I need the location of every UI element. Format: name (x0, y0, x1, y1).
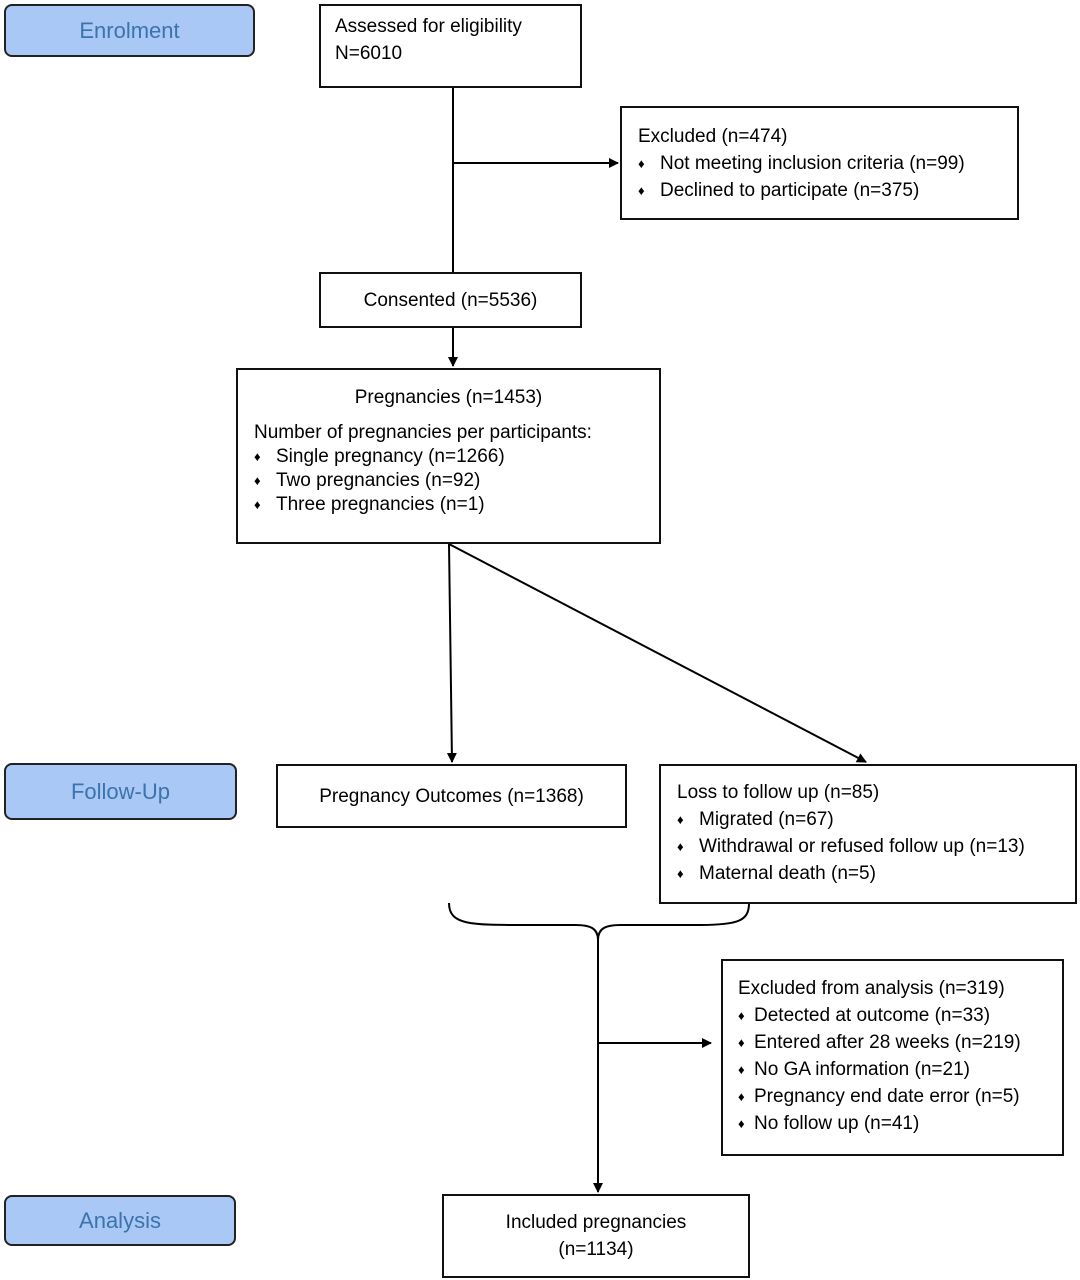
pregnancies-item: ♦Single pregnancy (n=1266) (254, 446, 505, 467)
arrow-pregnancies-to-loss (448, 543, 867, 763)
excluded-analysis-box: Excluded from analysis (n=319) ♦Detected… (721, 959, 1064, 1156)
assessed-box: Assessed for eligibility N=6010 (319, 4, 582, 88)
pregnancies-item: ♦Three pregnancies (n=1) (254, 494, 485, 515)
included-title: Included pregnancies (505, 1212, 687, 1233)
bullet-icon: ♦ (254, 497, 261, 512)
bullet-icon: ♦ (254, 449, 261, 464)
bullet-icon: ♦ (254, 473, 261, 488)
excluded-analysis-item: ♦No GA information (n=21) (738, 1056, 1047, 1083)
bullet-icon: ♦ (677, 866, 684, 881)
assessed-title: Assessed for eligibility (335, 16, 522, 37)
consented-label: Consented (n=5536) (363, 289, 538, 311)
bullet-icon: ♦ (738, 1116, 745, 1131)
included-count: (n=1134) (558, 1239, 634, 1260)
bullet-icon: ♦ (677, 839, 684, 854)
excluded-analysis-item: ♦No follow up (n=41) (738, 1110, 1047, 1137)
loss-item: ♦Maternal death (n=5) (677, 860, 1059, 887)
stage-label-follow-up: Follow-Up (4, 763, 237, 820)
excluded-analysis-item: ♦Entered after 28 weeks (n=219) (738, 1029, 1047, 1056)
consented-box: Consented (n=5536) (319, 272, 582, 328)
bullet-icon: ♦ (638, 156, 645, 171)
pregnancies-item: ♦Two pregnancies (n=92) (254, 470, 481, 491)
bullet-icon: ♦ (738, 1062, 745, 1077)
outcomes-label: Pregnancy Outcomes (n=1368) (319, 785, 584, 807)
pregnancies-title: Pregnancies (n=1453) (354, 387, 543, 408)
included-box: Included pregnancies (n=1134) (442, 1194, 750, 1278)
arrow-pregnancies-to-outcomes (446, 543, 457, 763)
loss-title: Loss to follow up (n=85) (677, 782, 880, 803)
stage-label-analysis: Analysis (4, 1195, 236, 1246)
bullet-icon: ♦ (738, 1008, 745, 1023)
pregnancies-box: Pregnancies (n=1453) Number of pregnanci… (236, 368, 661, 544)
excluded-analysis-item: ♦Pregnancy end date error (n=5) (738, 1083, 1047, 1110)
merge-brace (448, 902, 750, 941)
excluded-item: ♦Declined to participate (n=375) (638, 177, 1001, 204)
excluded-item: ♦Not meeting inclusion criteria (n=99) (638, 150, 1001, 177)
bullet-icon: ♦ (738, 1035, 745, 1050)
loss-box: Loss to follow up (n=85) ♦Migrated (n=67… (659, 764, 1077, 904)
outcomes-box: Pregnancy Outcomes (n=1368) (276, 764, 627, 828)
bullet-icon: ♦ (638, 183, 645, 198)
loss-item: ♦Migrated (n=67) (677, 806, 1059, 833)
assessed-count: N=6010 (335, 43, 403, 64)
excluded-analysis-item: ♦Detected at outcome (n=33) (738, 1002, 1047, 1029)
stage-label-enrolment: Enrolment (4, 4, 255, 57)
loss-item: ♦Withdrawal or refused follow up (n=13) (677, 833, 1059, 860)
pregnancies-subtitle: Number of pregnancies per participants: (254, 422, 592, 443)
excluded-title: Excluded (n=474) (638, 126, 788, 147)
excluded-analysis-title: Excluded from analysis (n=319) (738, 978, 1005, 999)
excluded-box: Excluded (n=474) ♦Not meeting inclusion … (620, 106, 1019, 220)
bullet-icon: ♦ (677, 812, 684, 827)
bullet-icon: ♦ (738, 1089, 745, 1104)
